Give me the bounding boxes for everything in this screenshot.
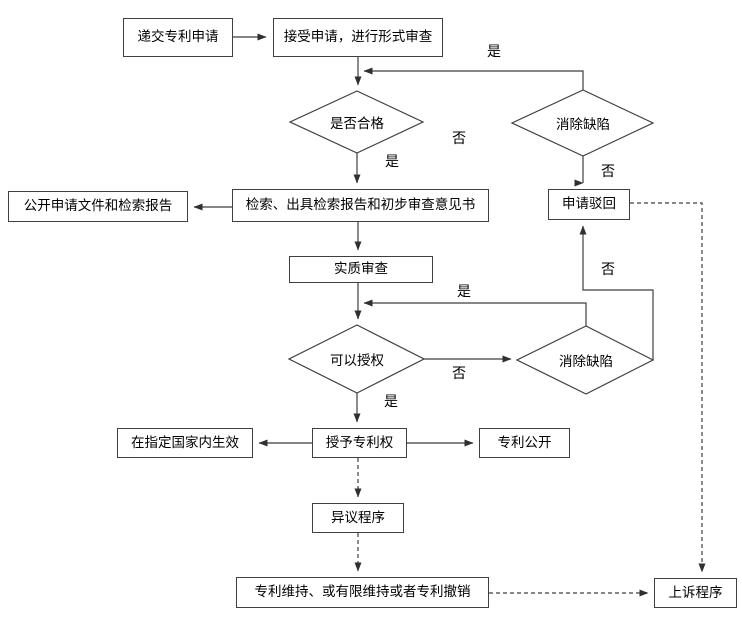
decision-eliminate-mid-shape (515, 325, 655, 395)
edge-eliminate-top-yes-back (363, 67, 584, 90)
edge-label-no-grantable: 否 (452, 365, 466, 381)
node-search-report: 检索、出具检索报告和初步审查意见书 (232, 189, 489, 222)
edge-label-yes-back-mid: 是 (457, 283, 471, 299)
decision-grantable-label: 可以授权 (330, 353, 384, 368)
edge-eliminate-mid-yes-back (363, 299, 587, 326)
node-opposition-procedure: 异议程序 (312, 503, 404, 533)
node-application-rejected: 申请驳回 (548, 189, 630, 220)
decision-qualify-shape (288, 90, 425, 154)
node-submit-application: 递交专利申请 (123, 18, 233, 57)
decision-eliminate-mid-label: 消除缺陷 (559, 354, 613, 369)
node-patent-publication: 专利公开 (479, 428, 570, 458)
edge-label-no-qualify: 否 (452, 130, 466, 146)
node-substantive-examination: 实质审查 (289, 256, 433, 283)
edge-label-yes-qualify: 是 (385, 153, 399, 169)
decision-qualify-label: 是否合格 (330, 116, 384, 131)
node-effective-in-states: 在指定国家内生效 (117, 428, 253, 458)
edge-label-no-reject-top: 否 (601, 163, 615, 179)
edge-label-yes-grant: 是 (384, 393, 398, 409)
node-formal-examination: 接受申请，进行形式审查 (273, 18, 443, 57)
decision-eliminate-top-label: 消除缺陷 (556, 117, 610, 132)
edge-label-no-reject-mid: 否 (601, 261, 615, 277)
node-appeal-procedure: 上诉程序 (654, 578, 737, 608)
edge-eliminate-mid-no-to-reject (579, 225, 654, 360)
edge-reject-to-appeal (630, 202, 706, 573)
node-grant-patent: 授予专利权 (312, 428, 407, 458)
decision-grantable-shape (287, 324, 426, 394)
decision-eliminate-top-shape (510, 89, 655, 157)
node-publish-documents: 公开申请文件和检索报告 (8, 191, 188, 222)
edge-label-yes-top: 是 (487, 43, 501, 59)
node-patent-maintained-or-revoked: 专利维持、或有限维持或者专利撤销 (236, 577, 489, 608)
